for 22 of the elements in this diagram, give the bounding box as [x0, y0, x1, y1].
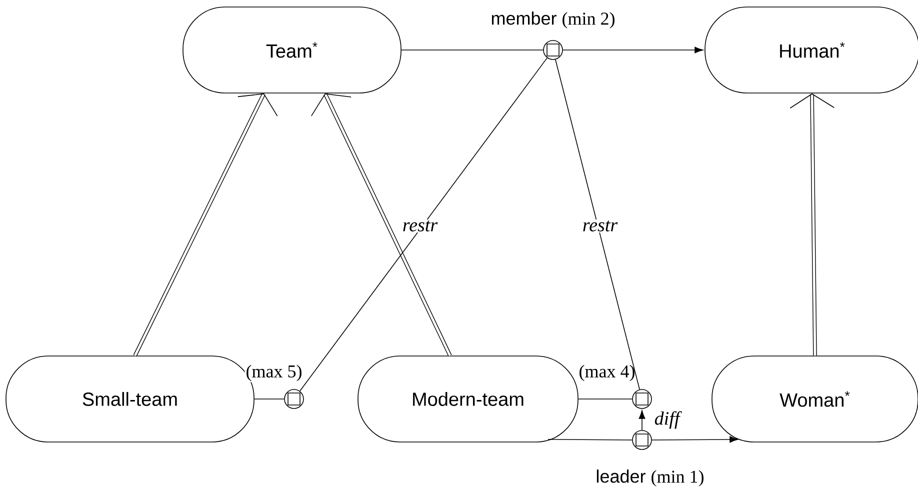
arrow [310, 93, 452, 356]
arrow [133, 93, 278, 356]
role-label: (max 4) [578, 364, 636, 382]
edge-label: restr [401, 220, 439, 232]
role-label: member (min 2) [490, 10, 616, 30]
connector-line [555, 59, 640, 390]
arrow [652, 436, 738, 443]
connector-line [578, 398, 632, 400]
arrow [790, 93, 835, 356]
arrow [562, 46, 704, 54]
connector-line [548, 439, 632, 440]
arrow [638, 410, 646, 430]
concept-box: Team$^{*}$ [182, 6, 402, 94]
concept-box: Human$^{*}$ [704, 6, 918, 94]
connector-line [254, 398, 284, 400]
role-label: leader (min 1) [594, 468, 706, 488]
edge-label: diff [653, 410, 682, 430]
concept-box: Modern-team [358, 356, 578, 442]
role-label: (max 5) [244, 364, 304, 382]
connector-line [300, 58, 548, 392]
concept-box: Woman$^{*}$ [712, 356, 918, 442]
edge-label: restr [581, 220, 619, 232]
